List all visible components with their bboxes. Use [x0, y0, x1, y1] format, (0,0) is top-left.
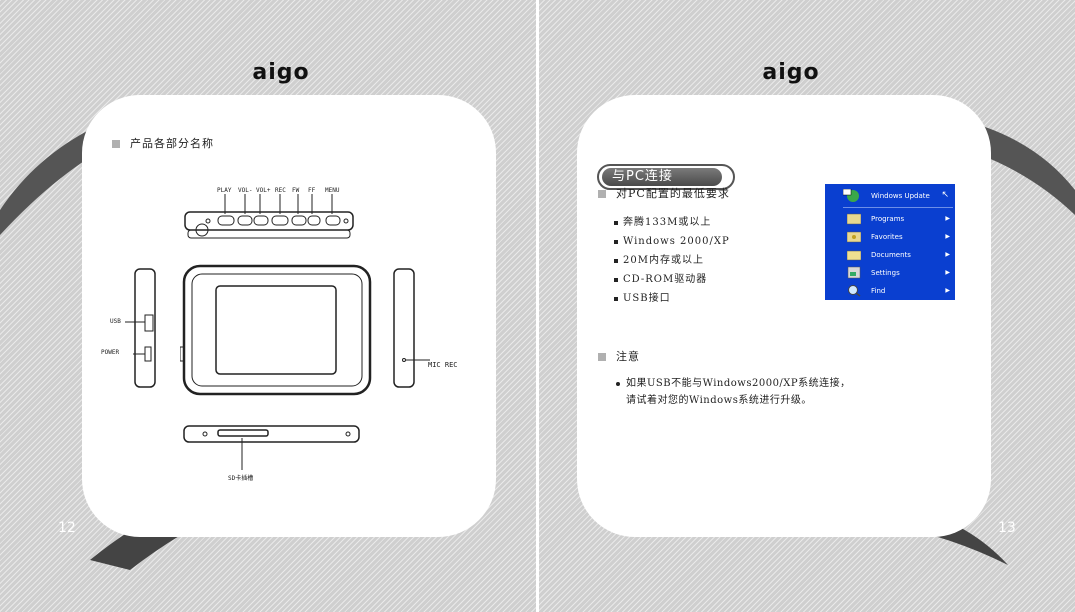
- label-menu: MENU: [325, 187, 340, 194]
- note-text: 如果USB不能与Windows2000/XP系统连接， 请试着对您的Window…: [616, 375, 851, 409]
- submenu-arrow-icon: ▶: [945, 269, 950, 276]
- list-item: 奔腾133M或以上: [614, 213, 730, 232]
- bullet-icon: [614, 296, 618, 301]
- aigo-logo-right: aigo: [762, 60, 820, 85]
- label-power: POWER: [101, 349, 120, 356]
- square-bullet-icon: [112, 140, 120, 148]
- requirements-section: 对PC配置的最低要求: [598, 185, 730, 201]
- heading-pill-text: 与PC连接: [602, 168, 722, 186]
- bullet-icon: [614, 220, 618, 225]
- page-gutter: [536, 0, 539, 612]
- menu-item-favorites: Favorites ▶: [825, 227, 955, 247]
- bullet-icon: [614, 258, 618, 263]
- square-bullet-icon: [598, 353, 606, 361]
- aigo-logo-left: aigo: [252, 60, 310, 85]
- menu-item-programs: Programs ▶: [825, 209, 955, 229]
- menu-item-settings: Settings ▶: [825, 263, 955, 283]
- menu-item-windows-update: Windows Update ↖: [825, 186, 955, 206]
- list-item: CD-ROM驱动器: [614, 270, 730, 289]
- find-icon: [848, 285, 861, 297]
- note-section: 注意: [598, 348, 640, 364]
- requirements-list: 奔腾133M或以上 Windows 2000/XP 20M内存或以上 CD-RO…: [614, 213, 730, 308]
- list-item: 20M内存或以上: [614, 251, 730, 270]
- submenu-arrow-icon: ▶: [945, 215, 950, 222]
- heading-pill: 与PC连接: [597, 164, 735, 190]
- device-side-view-left: [125, 268, 156, 388]
- device-side-view-right: [393, 268, 430, 388]
- windows-update-icon: [843, 189, 859, 202]
- list-item: USB接口: [614, 289, 730, 308]
- bullet-icon: [614, 239, 618, 244]
- label-sd-slot: SD卡插槽: [228, 475, 254, 482]
- note-title: 注意: [616, 350, 640, 363]
- submenu-arrow-icon: ▶: [945, 287, 950, 294]
- start-menu-screenshot: Windows Update ↖ Programs ▶ Favorites ▶ …: [825, 184, 955, 300]
- menu-item-documents: Documents ▶: [825, 245, 955, 265]
- submenu-arrow-icon: ▶: [945, 251, 950, 258]
- bullet-icon: [614, 277, 618, 282]
- settings-icon: [847, 266, 861, 279]
- section-title-text: 产品各部分名称: [130, 137, 214, 150]
- right-content-panel: [577, 95, 991, 537]
- menu-item-find: Find ▶: [825, 281, 955, 301]
- label-rec: REC: [275, 187, 286, 194]
- bullet-icon: [616, 381, 620, 386]
- submenu-arrow-icon: ▶: [945, 233, 950, 240]
- list-item: Windows 2000/XP: [614, 232, 730, 251]
- mouse-cursor-icon: ↖: [941, 190, 949, 200]
- label-vol-plus: VOL+: [256, 187, 271, 194]
- section-title-parts: 产品各部分名称: [112, 135, 214, 151]
- label-usb: USB: [110, 318, 121, 325]
- documents-folder-icon: [847, 250, 861, 261]
- device-top-view: [184, 194, 354, 239]
- label-fw: FW: [292, 187, 300, 194]
- device-bottom-view: [183, 425, 360, 470]
- page-number-right: 13: [998, 520, 1016, 536]
- menu-separator: [843, 207, 953, 208]
- label-ff: FF: [308, 187, 316, 194]
- label-play: PLAY: [217, 187, 232, 194]
- requirements-title: 对PC配置的最低要求: [616, 187, 730, 200]
- label-vol-minus: VOL-: [238, 187, 253, 194]
- square-bullet-icon: [598, 190, 606, 198]
- page-number-left: 12: [58, 520, 76, 536]
- programs-folder-icon: [847, 213, 861, 225]
- device-front-view: [180, 264, 372, 396]
- left-content-panel: [82, 95, 496, 537]
- favorites-folder-icon: [847, 231, 861, 243]
- label-mic-rec: MIC REC: [428, 361, 458, 369]
